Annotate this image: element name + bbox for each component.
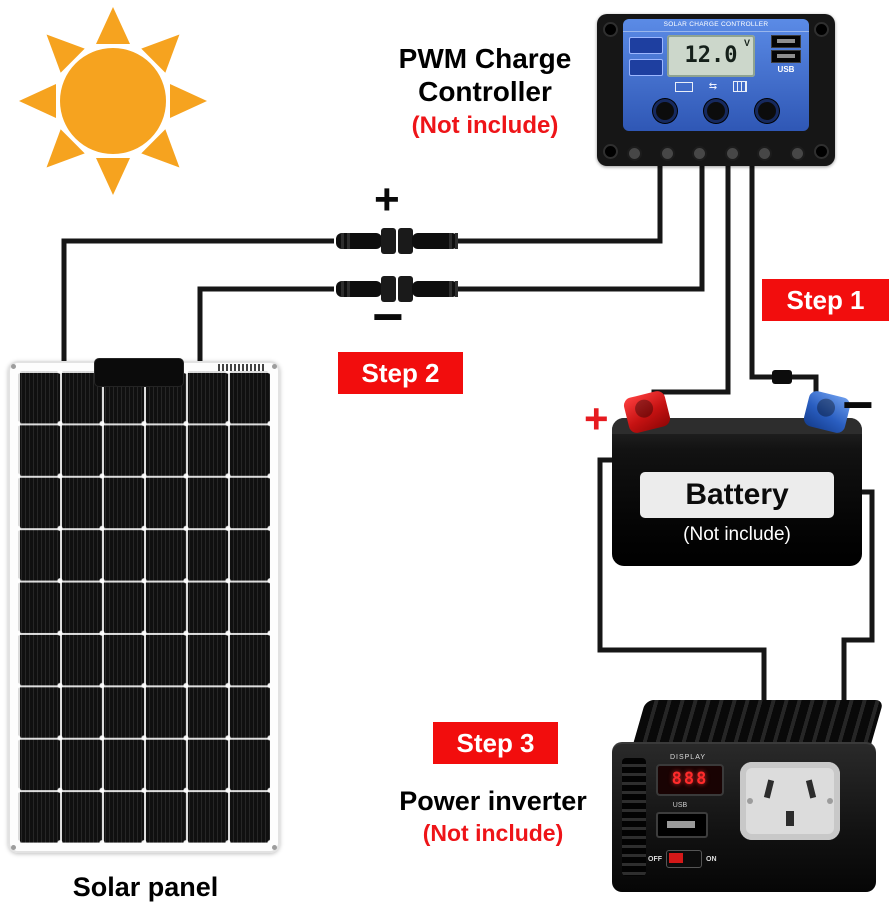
wire-panel-negative bbox=[197, 286, 334, 368]
battery-not-include: (Not include) bbox=[683, 524, 791, 545]
battery-title: Battery bbox=[640, 472, 834, 518]
power-inverter: DISPLAY 888 USB OFF ON bbox=[608, 700, 884, 896]
battery-plus-sign: + bbox=[584, 395, 609, 442]
solar-panel-icon bbox=[733, 81, 748, 92]
grommet-icon bbox=[272, 845, 277, 850]
mc4-connector-pair-negative bbox=[336, 276, 458, 302]
ac-outlet-socket bbox=[740, 762, 840, 840]
set-icon bbox=[629, 59, 663, 76]
terminal-screws bbox=[627, 146, 805, 161]
battery: Battery (Not include) bbox=[612, 389, 862, 566]
screw-icon bbox=[659, 146, 675, 161]
wire-controller-positive bbox=[454, 160, 663, 244]
display-label: DISPLAY bbox=[669, 754, 707, 761]
solar-panel bbox=[8, 358, 280, 853]
mount-hole-icon bbox=[814, 144, 829, 159]
mc4-plus-sign: + bbox=[374, 175, 400, 224]
screw-icon bbox=[692, 146, 708, 161]
wire-controller-negative bbox=[454, 160, 705, 292]
step-3-badge: Step 3 bbox=[433, 722, 558, 764]
transfer-arrows-icon: ⇆ bbox=[708, 80, 718, 92]
mount-hole-icon bbox=[603, 22, 618, 37]
inverter-usb-label: USB bbox=[672, 802, 688, 809]
sun-icon bbox=[19, 7, 207, 195]
lcd-value: 12.0 bbox=[684, 43, 738, 68]
controller-title: PWM Charge Controller bbox=[360, 42, 610, 108]
usb-port-icon bbox=[656, 812, 708, 838]
usb-label: USB bbox=[777, 65, 795, 74]
step-1-badge: Step 1 bbox=[762, 279, 889, 321]
power-switch-icon bbox=[666, 850, 702, 868]
battery-icon bbox=[674, 81, 693, 92]
inline-fuse-connector bbox=[772, 370, 792, 384]
mc4-minus-sign: − bbox=[372, 287, 404, 347]
lcd-display: 12.0 V bbox=[667, 35, 755, 77]
usb-port-icon bbox=[771, 35, 801, 48]
usb-port-icon bbox=[771, 50, 801, 63]
vent-grille-icon bbox=[622, 758, 646, 876]
wire-battery-positive bbox=[651, 160, 731, 430]
wire-inverter-positive bbox=[597, 457, 767, 708]
wire-inverter-negative bbox=[841, 489, 875, 708]
screw-icon bbox=[627, 146, 642, 161]
power-switch-row: OFF ON bbox=[648, 850, 717, 868]
led-display: 888 bbox=[656, 764, 724, 796]
mount-hole-icon bbox=[814, 22, 829, 37]
solar-panel-title: Solar panel bbox=[72, 872, 219, 902]
screw-icon bbox=[827, 798, 833, 804]
controller-title-line1: PWM Charge bbox=[398, 43, 572, 74]
battery-top bbox=[612, 418, 862, 434]
controller-not-include: (Not include) bbox=[411, 112, 559, 139]
junction-box bbox=[94, 358, 184, 387]
off-label: OFF bbox=[648, 855, 662, 863]
screw-icon bbox=[747, 798, 753, 804]
controller-face: SOLAR CHARGE CONTROLLER 12.0 V USB ⇆ bbox=[623, 19, 809, 131]
inverter-front-panel: DISPLAY 888 USB OFF ON bbox=[612, 742, 876, 892]
controller-buttons bbox=[653, 99, 779, 123]
inverter-not-include: (Not include) bbox=[422, 820, 564, 846]
outlet-slot-icon bbox=[805, 779, 817, 799]
step-2-badge: Step 2 bbox=[338, 352, 463, 394]
mode-icon bbox=[629, 37, 663, 54]
on-label: ON bbox=[706, 855, 717, 863]
screw-icon bbox=[724, 146, 740, 161]
mount-hole-icon bbox=[603, 144, 618, 159]
mc4-connector-pair-positive bbox=[336, 228, 458, 254]
solar-cells-grid bbox=[18, 371, 270, 843]
controller-title-line2: Controller bbox=[418, 76, 552, 107]
inverter-title: Power inverter bbox=[399, 786, 587, 816]
down-button-icon bbox=[755, 99, 779, 123]
grommet-icon bbox=[11, 845, 16, 850]
up-button-icon bbox=[704, 99, 728, 123]
grommet-icon bbox=[272, 364, 277, 369]
charge-controller: SOLAR CHARGE CONTROLLER 12.0 V USB ⇆ bbox=[597, 14, 835, 166]
screw-icon bbox=[789, 146, 805, 161]
grommet-icon bbox=[11, 364, 16, 369]
status-icons: ⇆ bbox=[667, 81, 755, 92]
outlet-slot-icon bbox=[786, 811, 794, 826]
battery-minus-sign: − bbox=[842, 375, 874, 435]
usb-ports: USB bbox=[767, 33, 805, 74]
barcode-label bbox=[218, 364, 266, 371]
screw-icon bbox=[757, 146, 773, 161]
lcd-unit: V bbox=[743, 38, 750, 48]
outlet-slot-icon bbox=[763, 779, 775, 799]
controller-header: SOLAR CHARGE CONTROLLER bbox=[623, 19, 809, 32]
menu-button-icon bbox=[653, 99, 677, 123]
